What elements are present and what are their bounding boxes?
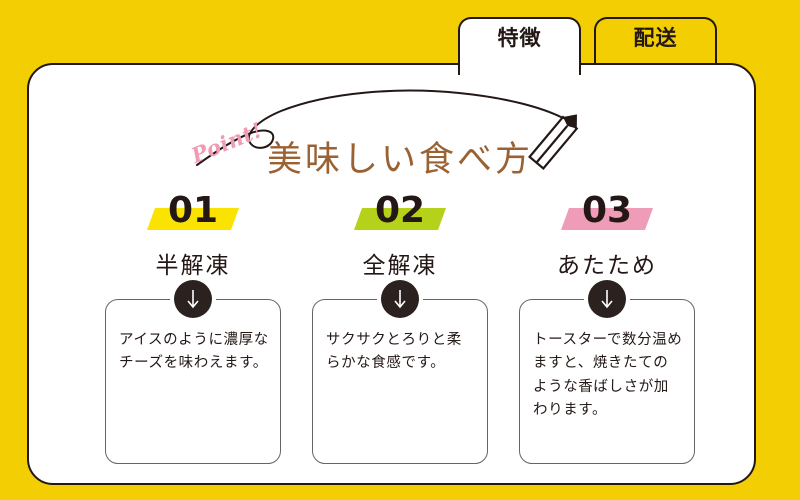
step-description-02: サクサクとろりと柔らかな食感です。: [326, 332, 462, 372]
step-item-02: 02 全解凍 サクサクとろりと柔らかな食感です。: [307, 188, 493, 478]
step-number-01: 01: [167, 189, 219, 231]
step-number-wrap-02: 02: [307, 188, 493, 233]
arrow-down-icon-03: [588, 280, 626, 318]
step-box-wrap-03: トースターで数分温めますと、焼きたてのような香ばしさが加わります。: [519, 280, 695, 464]
arrow-down-icon-02: [381, 280, 419, 318]
step-item-03: 03 あたため トースターで数分温めますと、焼きたてのような香ばしさが加わります…: [514, 188, 700, 478]
step-box-wrap-02: サクサクとろりと柔らかな食感です。: [312, 280, 488, 464]
tab-card-merge-strip: [460, 61, 579, 68]
step-description-03: トースターで数分温めますと、焼きたてのような香ばしさが加わります。: [533, 332, 683, 419]
tab-delivery-label: 配送: [633, 26, 678, 50]
step-box-wrap-01: アイスのように濃厚なチーズを味わえます。: [105, 280, 281, 464]
step-number-03: 03: [581, 189, 633, 231]
step-number-wrap-03: 03: [514, 188, 700, 233]
step-box-01: [105, 299, 281, 464]
step-title-03: あたため: [557, 253, 657, 279]
page-title: 美味しい食べ方: [266, 140, 533, 180]
tab-features-label: 特徴: [497, 26, 542, 50]
arrow-down-glyph-02: [394, 290, 406, 309]
arrow-down-glyph-03: [601, 290, 613, 309]
step-title-01: 半解凍: [155, 253, 231, 279]
step-item-01: 01 半解凍 アイスのように濃厚なチーズを味わえます。: [100, 188, 286, 478]
step-number-02: 02: [374, 189, 426, 231]
step-description-01: アイスのように濃厚なチーズを味わえます。: [119, 332, 269, 372]
features-panel: Point!: [27, 63, 756, 485]
arrow-down-icon-01: [174, 280, 212, 318]
step-number-wrap-01: 01: [100, 188, 286, 233]
arrow-down-glyph-01: [187, 290, 199, 309]
steps-row: 01 半解凍 アイスのように濃厚なチーズを味わえます。 02: [100, 188, 700, 478]
step-title-02: 全解凍: [362, 253, 438, 279]
step-box-02: [312, 299, 488, 464]
